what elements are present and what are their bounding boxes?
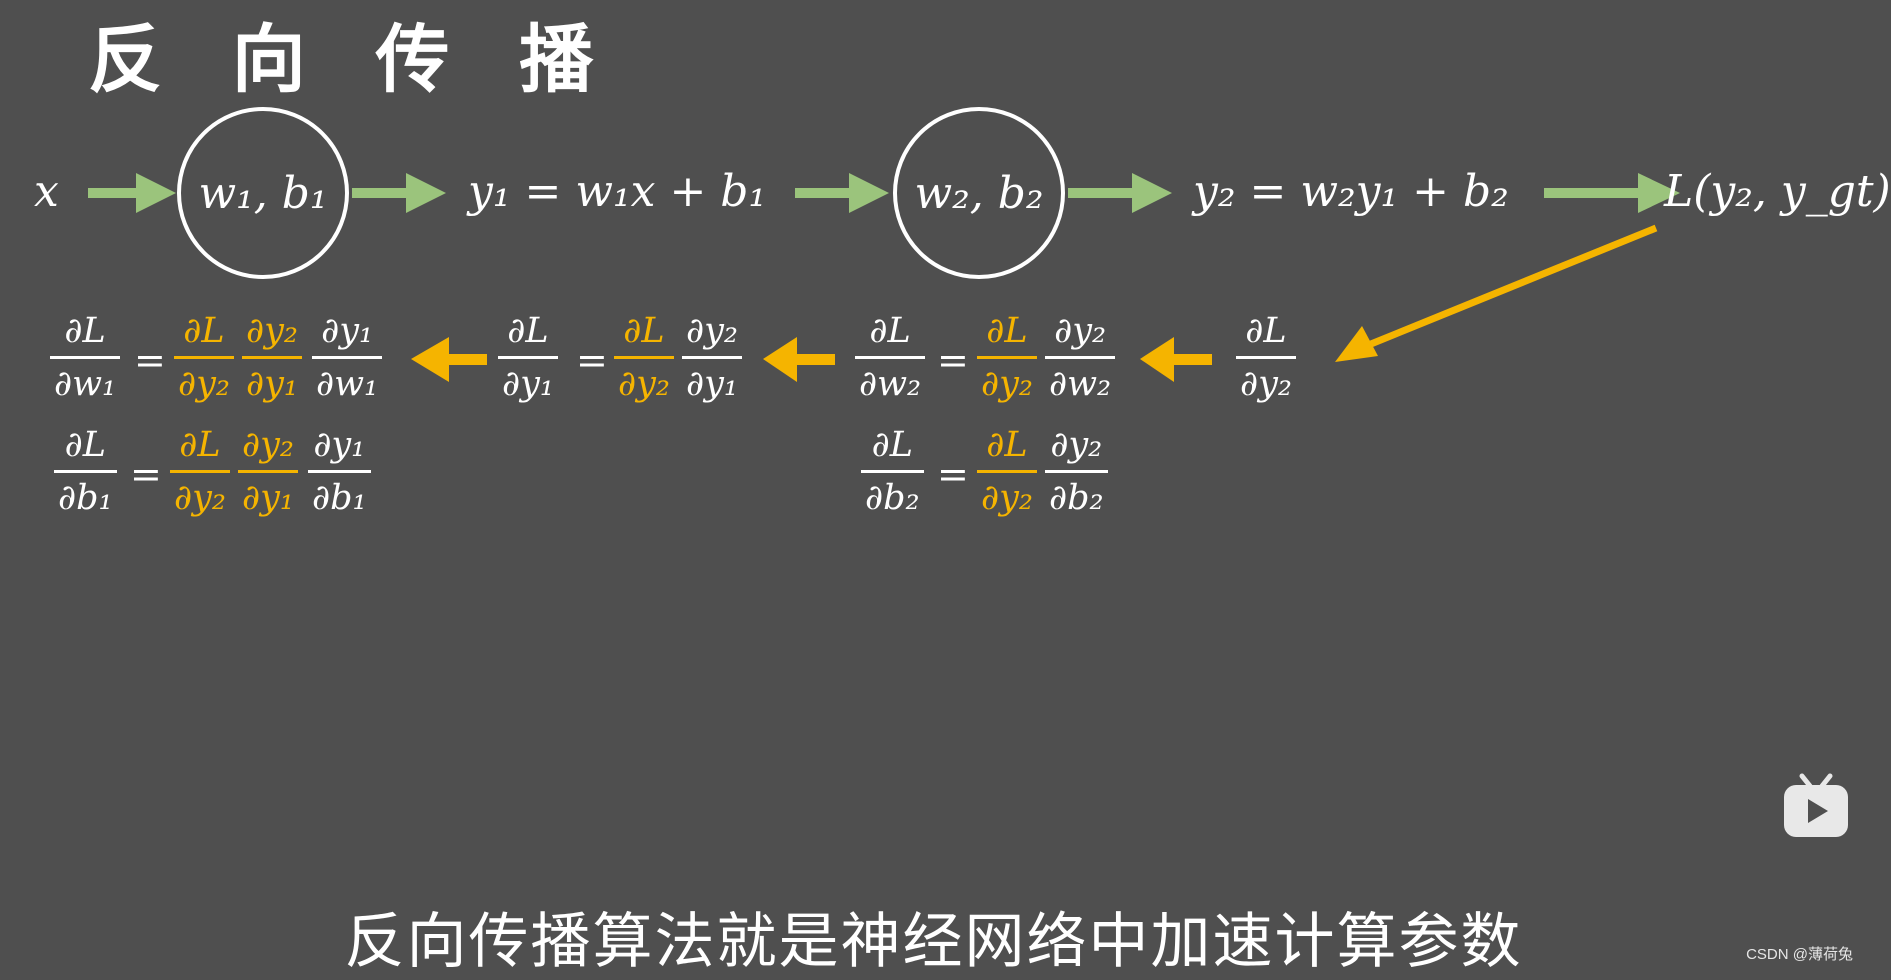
- node-2-params: w₂, b₂: [914, 167, 1044, 219]
- backward-arrow-1: [1140, 337, 1212, 382]
- term-dy2-db2: ∂y₂ ∂b₂: [1045, 422, 1108, 521]
- equals-sign: =: [576, 338, 608, 382]
- numerator: ∂y₂: [246, 311, 298, 351]
- term-dL-dy2: ∂L ∂y₂: [977, 308, 1037, 407]
- equals-sign: =: [937, 452, 969, 496]
- denominator: ∂y₂: [614, 356, 674, 407]
- denominator: ∂y₂: [170, 470, 230, 521]
- forward-arrow-2: [352, 173, 446, 213]
- denominator: ∂b₁: [308, 470, 371, 521]
- numerator: ∂L: [64, 425, 106, 465]
- grad-dL-dw1: ∂L ∂w₁: [50, 308, 121, 407]
- denominator: ∂b₂: [861, 470, 924, 521]
- term-dy1-dw1: ∂y₁ ∂w₁: [312, 308, 383, 407]
- denominator: ∂w₂: [1045, 356, 1116, 407]
- equation-y2: y₂ = w₂y₁ + b₂: [1193, 166, 1509, 217]
- numerator: ∂y₁: [313, 425, 366, 465]
- node-layer-2: w₂, b₂: [893, 107, 1065, 279]
- numerator: ∂L: [183, 311, 225, 351]
- numerator: ∂L: [623, 311, 665, 351]
- term-dy2-dw2: ∂y₂ ∂w₂: [1045, 308, 1116, 407]
- forward-arrow-3: [795, 173, 889, 213]
- forward-arrow-1: [88, 173, 176, 213]
- numerator: ∂L: [1245, 311, 1287, 351]
- grad-dL-db1: ∂L ∂b₁: [54, 422, 117, 521]
- node-layer-1: w₁, b₁: [177, 107, 349, 279]
- equation-y1: y₁ = w₁x + b₁: [468, 166, 767, 217]
- denominator: ∂y₁: [498, 356, 558, 407]
- input-x: x: [34, 166, 59, 217]
- term-dy2-dy1: ∂y₂ ∂y₁: [242, 308, 302, 407]
- term-dL-dy2: ∂L ∂y₂: [174, 308, 234, 407]
- equals-sign: =: [134, 338, 166, 382]
- denominator: ∂y₁: [682, 356, 742, 407]
- forward-arrow-4: [1068, 173, 1172, 213]
- numerator: ∂y₂: [1054, 311, 1106, 351]
- grad-dL-dw2: ∂L ∂w₂: [855, 308, 926, 407]
- term-dy2-dy1: ∂y₂ ∂y₁: [238, 422, 298, 521]
- bilibili-tv-icon[interactable]: [1782, 772, 1850, 840]
- denominator: ∂y₂: [174, 356, 234, 407]
- grad-dL-dy2: ∂L ∂y₂: [1236, 308, 1296, 407]
- term-dL-dy2: ∂L ∂y₂: [170, 422, 230, 521]
- backward-diagonal-arrow: [1335, 224, 1658, 362]
- grad-dL-dy1: ∂L ∂y₁: [498, 308, 558, 407]
- arrows-layer: [88, 173, 1680, 382]
- numerator: ∂y₂: [1050, 425, 1103, 465]
- numerator: ∂L: [869, 311, 911, 351]
- node-1-params: w₁, b₁: [198, 167, 328, 219]
- numerator: ∂L: [179, 425, 221, 465]
- denominator: ∂w₁: [50, 356, 121, 407]
- numerator: ∂y₁: [321, 311, 373, 351]
- numerator: ∂y₂: [242, 425, 294, 465]
- denominator: ∂w₁: [312, 356, 383, 407]
- denominator: ∂w₂: [855, 356, 926, 407]
- watermark: CSDN @薄荷兔: [1746, 946, 1853, 963]
- equals-sign: =: [937, 338, 969, 382]
- numerator: ∂L: [986, 311, 1028, 351]
- denominator: ∂y₂: [977, 356, 1037, 407]
- denominator: ∂y₂: [977, 470, 1037, 521]
- backward-arrow-3: [411, 337, 487, 382]
- backward-arrow-2: [763, 337, 835, 382]
- term-dL-dy2: ∂L ∂y₂: [977, 422, 1037, 521]
- forward-arrow-5: [1544, 173, 1680, 213]
- numerator: ∂L: [986, 425, 1028, 465]
- numerator: ∂y₂: [686, 311, 738, 351]
- loss-function: L(y₂, y_gt): [1664, 166, 1891, 217]
- term-dL-dy2: ∂L ∂y₂: [614, 308, 674, 407]
- term-dy1-db1: ∂y₁ ∂b₁: [308, 422, 371, 521]
- term-dy2-dy1: ∂y₂ ∂y₁: [682, 308, 742, 407]
- numerator: ∂L: [871, 425, 913, 465]
- numerator: ∂L: [64, 311, 106, 351]
- denominator: ∂y₁: [242, 356, 302, 407]
- video-subtitle: 反向传播算法就是神经网络中加速计算参数: [344, 907, 1523, 977]
- denominator: ∂b₁: [54, 470, 117, 521]
- numerator: ∂L: [507, 311, 549, 351]
- denominator: ∂y₂: [1236, 356, 1296, 407]
- denominator: ∂b₂: [1045, 470, 1108, 521]
- equals-sign: =: [130, 452, 162, 496]
- denominator: ∂y₁: [238, 470, 298, 521]
- slide-title: 反 向 传 播: [88, 17, 616, 103]
- grad-dL-db2: ∂L ∂b₂: [861, 422, 924, 521]
